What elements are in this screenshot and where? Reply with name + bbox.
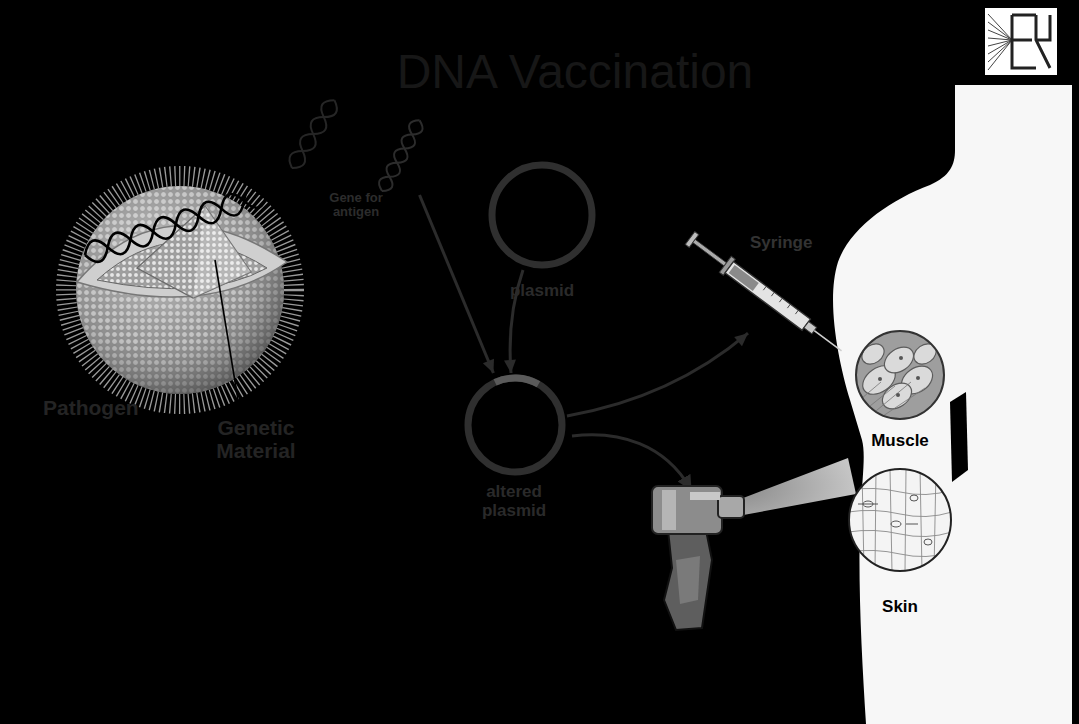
gene-helix — [370, 125, 440, 195]
node-label: Gene for antigen — [320, 191, 392, 220]
syringe-illustration — [748, 240, 840, 348]
body-silhouette — [833, 85, 1072, 724]
logo — [985, 8, 1057, 75]
skin-node: Skin — [848, 468, 952, 572]
inner-wedge — [137, 206, 251, 298]
plasmid-ring — [487, 160, 597, 270]
plasmid-node: plasmid — [487, 160, 597, 270]
muscle-node: Muscle — [855, 330, 945, 420]
leader-line — [215, 260, 241, 418]
spray-cone — [738, 458, 856, 516]
node-label: Genetic Material — [200, 416, 312, 462]
connector-line — [567, 333, 748, 416]
node-label: altered plasmid — [455, 483, 573, 520]
connector-line — [420, 195, 494, 373]
gun-arrow — [572, 435, 690, 488]
pathogen-node: PathogenGenetic Material — [55, 170, 305, 400]
arrow-head — [734, 333, 748, 346]
skin-inset — [848, 468, 952, 572]
node-label: Skin — [848, 598, 952, 617]
gene-node: Gene for antigen — [370, 125, 440, 195]
flow-arrow — [567, 333, 748, 416]
node-label: Syringe — [750, 234, 840, 253]
node-label: Pathogen — [43, 396, 193, 419]
pathogen-illustration — [55, 170, 305, 400]
arrow-head — [504, 360, 516, 373]
gene-gun — [652, 486, 744, 630]
dna-helix — [81, 167, 315, 265]
node-label: plasmid — [487, 282, 597, 301]
node-label: Muscle — [849, 432, 951, 451]
altered-plasmid-node: altered plasmid — [463, 373, 567, 477]
armpit-gap — [950, 392, 968, 482]
muscle-inset — [855, 330, 945, 420]
syringe-node: Syringe — [748, 240, 840, 348]
helix-trace — [285, 96, 341, 172]
inserted-gene — [495, 378, 538, 384]
diagram-title: DNA Vaccination — [300, 46, 850, 99]
flow-arrow — [420, 195, 494, 373]
pathogen-spikes — [66, 176, 294, 404]
plasmid-ring — [463, 373, 567, 477]
arrow-head — [483, 359, 494, 373]
